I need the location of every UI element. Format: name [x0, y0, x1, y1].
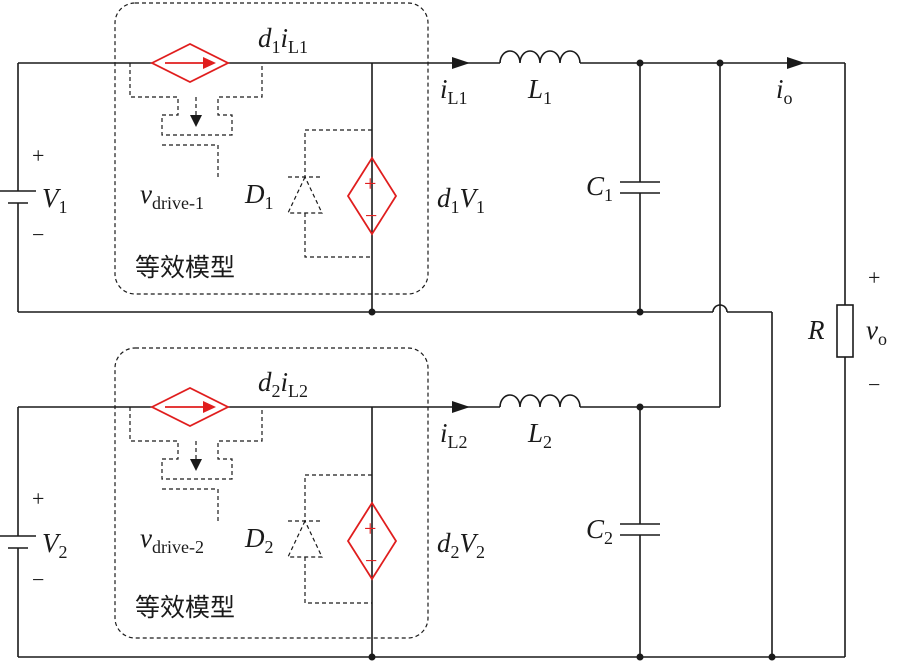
phase2-dependent-voltage-source	[346, 501, 398, 581]
phase2-drive-label: vdrive-2	[140, 523, 204, 557]
phase2-model-box	[114, 347, 429, 639]
phase1-current-arrow	[452, 57, 470, 69]
phase1-input-minus: −	[32, 222, 44, 247]
phase2-inductor-label: L2	[527, 418, 552, 452]
phase2-diode	[287, 474, 372, 604]
phase1-drive-label: vdrive-1	[140, 179, 204, 213]
phase2-input-voltage-label: V2	[42, 528, 68, 562]
phase1-dependent-current-source	[149, 42, 231, 84]
phase1-diode-label: D1	[244, 179, 274, 213]
phase1-input-voltage-label: V1	[42, 183, 68, 217]
output-current-label: io	[776, 74, 793, 108]
phase1-switch	[129, 63, 263, 178]
phase1-capacitor	[620, 63, 660, 312]
phase2-vsrc-plus: +	[364, 516, 376, 541]
phase1-model-box	[114, 2, 429, 295]
phase1-inductor-label: L1	[527, 74, 552, 108]
phase2-inductor-current-label: iL2	[440, 418, 468, 452]
phase2-inductor	[499, 63, 721, 408]
phase2-input-minus: −	[32, 567, 44, 592]
output-voltage-plus: +	[868, 265, 880, 290]
phase2-source-label: d2iL2	[258, 367, 308, 401]
output-voltage-minus: −	[868, 372, 880, 397]
phase1-input-plus: +	[32, 143, 44, 168]
phase1-model-label: 等效模型	[135, 253, 235, 282]
phase2-voltage-source-label: d2V2	[437, 528, 485, 562]
phase1-voltage-source-label: d1V1	[437, 183, 485, 217]
phase2-vsrc-minus: −	[365, 548, 377, 573]
phase2-input-plus: +	[32, 486, 44, 511]
output-current-arrow	[787, 57, 805, 69]
phase2-dependent-current-source	[149, 386, 231, 428]
resistor-label: R	[807, 315, 825, 345]
phase2-current-arrow	[452, 401, 470, 413]
phase1-diode	[287, 129, 372, 258]
phase2-capacitor-label: C2	[586, 514, 613, 548]
load-resistor	[836, 63, 854, 657]
phase2-capacitor	[620, 407, 660, 657]
phase1-circuit	[0, 2, 845, 657]
phase2-circuit	[0, 63, 845, 661]
phase2-input-battery	[0, 407, 36, 657]
phase1-dependent-voltage-source	[346, 156, 398, 236]
phase1-input-battery	[0, 63, 36, 312]
phase1-inductor-current-label: iL1	[440, 74, 468, 108]
phase2-diode-label: D2	[244, 523, 274, 557]
output-voltage-label: vo	[866, 315, 887, 349]
phase1-source-label: d1iL1	[258, 23, 308, 57]
phase1-vsrc-minus: −	[365, 203, 377, 228]
phase1-capacitor-label: C1	[586, 171, 613, 205]
phase1-vsrc-plus: +	[364, 171, 376, 196]
phase2-switch	[129, 407, 263, 522]
phase2-model-label: 等效模型	[135, 593, 235, 622]
